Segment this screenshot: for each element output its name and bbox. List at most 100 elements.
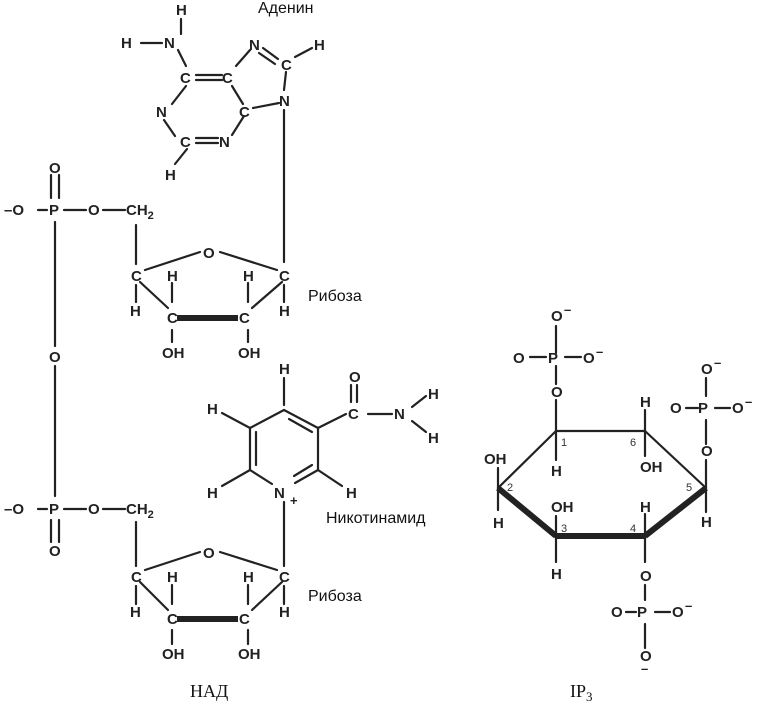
atom-c: C [131, 569, 142, 586]
ribose-label-bottom: Рибоза [308, 588, 362, 605]
atom-o: O [611, 604, 623, 621]
atom-h: H [428, 430, 439, 447]
atom-h: H [640, 499, 651, 516]
atom-p: P [637, 604, 647, 621]
nicotinamide-bonds [220, 376, 428, 568]
atom-c: C [222, 70, 233, 87]
atom-h: H [130, 303, 141, 320]
ring-number-4: 4 [630, 523, 636, 535]
atom-n: N [164, 35, 175, 52]
atom-h: H [207, 401, 218, 418]
top-phosphate-ribose-atoms: O –O P O CH2 O C C H H C C H H OH OH Риб… [4, 160, 362, 362]
atom-h: H [207, 485, 218, 502]
atom-h: H [701, 514, 712, 531]
atom-h: H [279, 604, 290, 621]
atom-c: C [239, 611, 250, 628]
ring-number-1: 1 [561, 437, 567, 449]
atom-o-minus: –O [4, 202, 24, 219]
minus-charge: – [745, 394, 752, 409]
atom-o: O [732, 400, 744, 417]
atom-h: H [167, 268, 178, 285]
atom-o: O [640, 568, 652, 585]
atom-h: H [493, 515, 504, 532]
atom-o: O [49, 160, 61, 177]
ip3-bonds [496, 324, 732, 650]
atom-o: O [672, 604, 684, 621]
atom-o: O [551, 384, 563, 401]
atom-o: O [583, 350, 595, 367]
atom-oh: OH [162, 345, 185, 362]
atom-h: H [551, 463, 562, 480]
atom-c: C [131, 268, 142, 285]
ip3-atoms: O – O P O – O H OH H OH H OH H H O O P O… [484, 302, 752, 676]
atom-n: N [279, 93, 290, 110]
atom-c: C [279, 268, 290, 285]
atom-n: N [219, 134, 230, 151]
atom-n-plus: N [274, 485, 285, 502]
atom-c: C [281, 57, 292, 74]
minus-charge: – [596, 344, 603, 359]
atom-c: C [167, 611, 178, 628]
atom-p: P [548, 350, 558, 367]
atom-h: H [167, 569, 178, 586]
atom-oh: OH [238, 345, 261, 362]
atom-p: P [49, 202, 59, 219]
atom-c: C [180, 70, 191, 87]
atom-o-minus: –O [4, 501, 24, 518]
ring-number-3: 3 [561, 523, 567, 535]
atom-h: H [243, 569, 254, 586]
pyrophosphate-bonds [36, 364, 127, 544]
atom-h: H [314, 37, 325, 54]
ribose-label-top: Рибоза [308, 288, 362, 305]
minus-charge: – [685, 598, 692, 613]
ch2-group: CH2 [126, 501, 154, 521]
atom-o: O [513, 350, 525, 367]
atom-h: H [165, 167, 176, 184]
plus-charge: + [290, 493, 298, 508]
atom-o: O [88, 202, 100, 219]
atom-o: O [551, 308, 563, 325]
ring-number-2: 2 [507, 482, 513, 494]
atom-n: N [249, 37, 260, 54]
ring-number-6: 6 [630, 437, 636, 449]
nicotinamide-atoms: H H H H N + O C N H H Никотинамид [207, 361, 439, 527]
atom-n: N [394, 406, 405, 423]
atom-c: C [180, 134, 191, 151]
atom-o: O [349, 369, 361, 386]
nad-caption: НАД [190, 681, 228, 701]
atom-oh: OH [484, 451, 507, 468]
atom-h: H [279, 303, 290, 320]
atom-oh: OH [162, 646, 185, 663]
atom-h: H [346, 485, 357, 502]
atom-oh: OH [640, 459, 663, 476]
minus-charge: – [714, 355, 721, 370]
atom-n: N [156, 104, 167, 121]
atom-o: O [640, 648, 652, 665]
bottom-ribose-atoms: O C C H H C C H H OH OH Рибоза [130, 545, 362, 663]
atom-o: O [203, 545, 215, 562]
ring-number-5: 5 [686, 482, 692, 494]
ip3-caption: IP3 [570, 681, 593, 704]
nicotinamide-label: Никотинамид [326, 510, 426, 527]
adenine-label: Аденин [258, 0, 314, 17]
atom-o: O [701, 443, 713, 460]
atom-c: C [279, 569, 290, 586]
top-phosphate-ribose-bonds [36, 173, 286, 348]
atom-c: C [239, 104, 250, 121]
atom-h: H [243, 268, 254, 285]
atom-oh: OH [551, 499, 574, 516]
atom-h: H [176, 2, 187, 19]
bottom-ribose-bonds [134, 520, 286, 646]
atom-h: H [640, 394, 651, 411]
atom-h: H [121, 35, 132, 52]
atom-o: O [88, 501, 100, 518]
atom-oh: OH [238, 646, 261, 663]
atom-o: O [49, 543, 61, 560]
atom-p: P [698, 400, 708, 417]
atom-c: C [348, 406, 359, 423]
minus-charge: – [564, 302, 571, 317]
atom-h: H [130, 604, 141, 621]
atom-c: C [167, 310, 178, 327]
adenine-bonds [139, 17, 314, 264]
